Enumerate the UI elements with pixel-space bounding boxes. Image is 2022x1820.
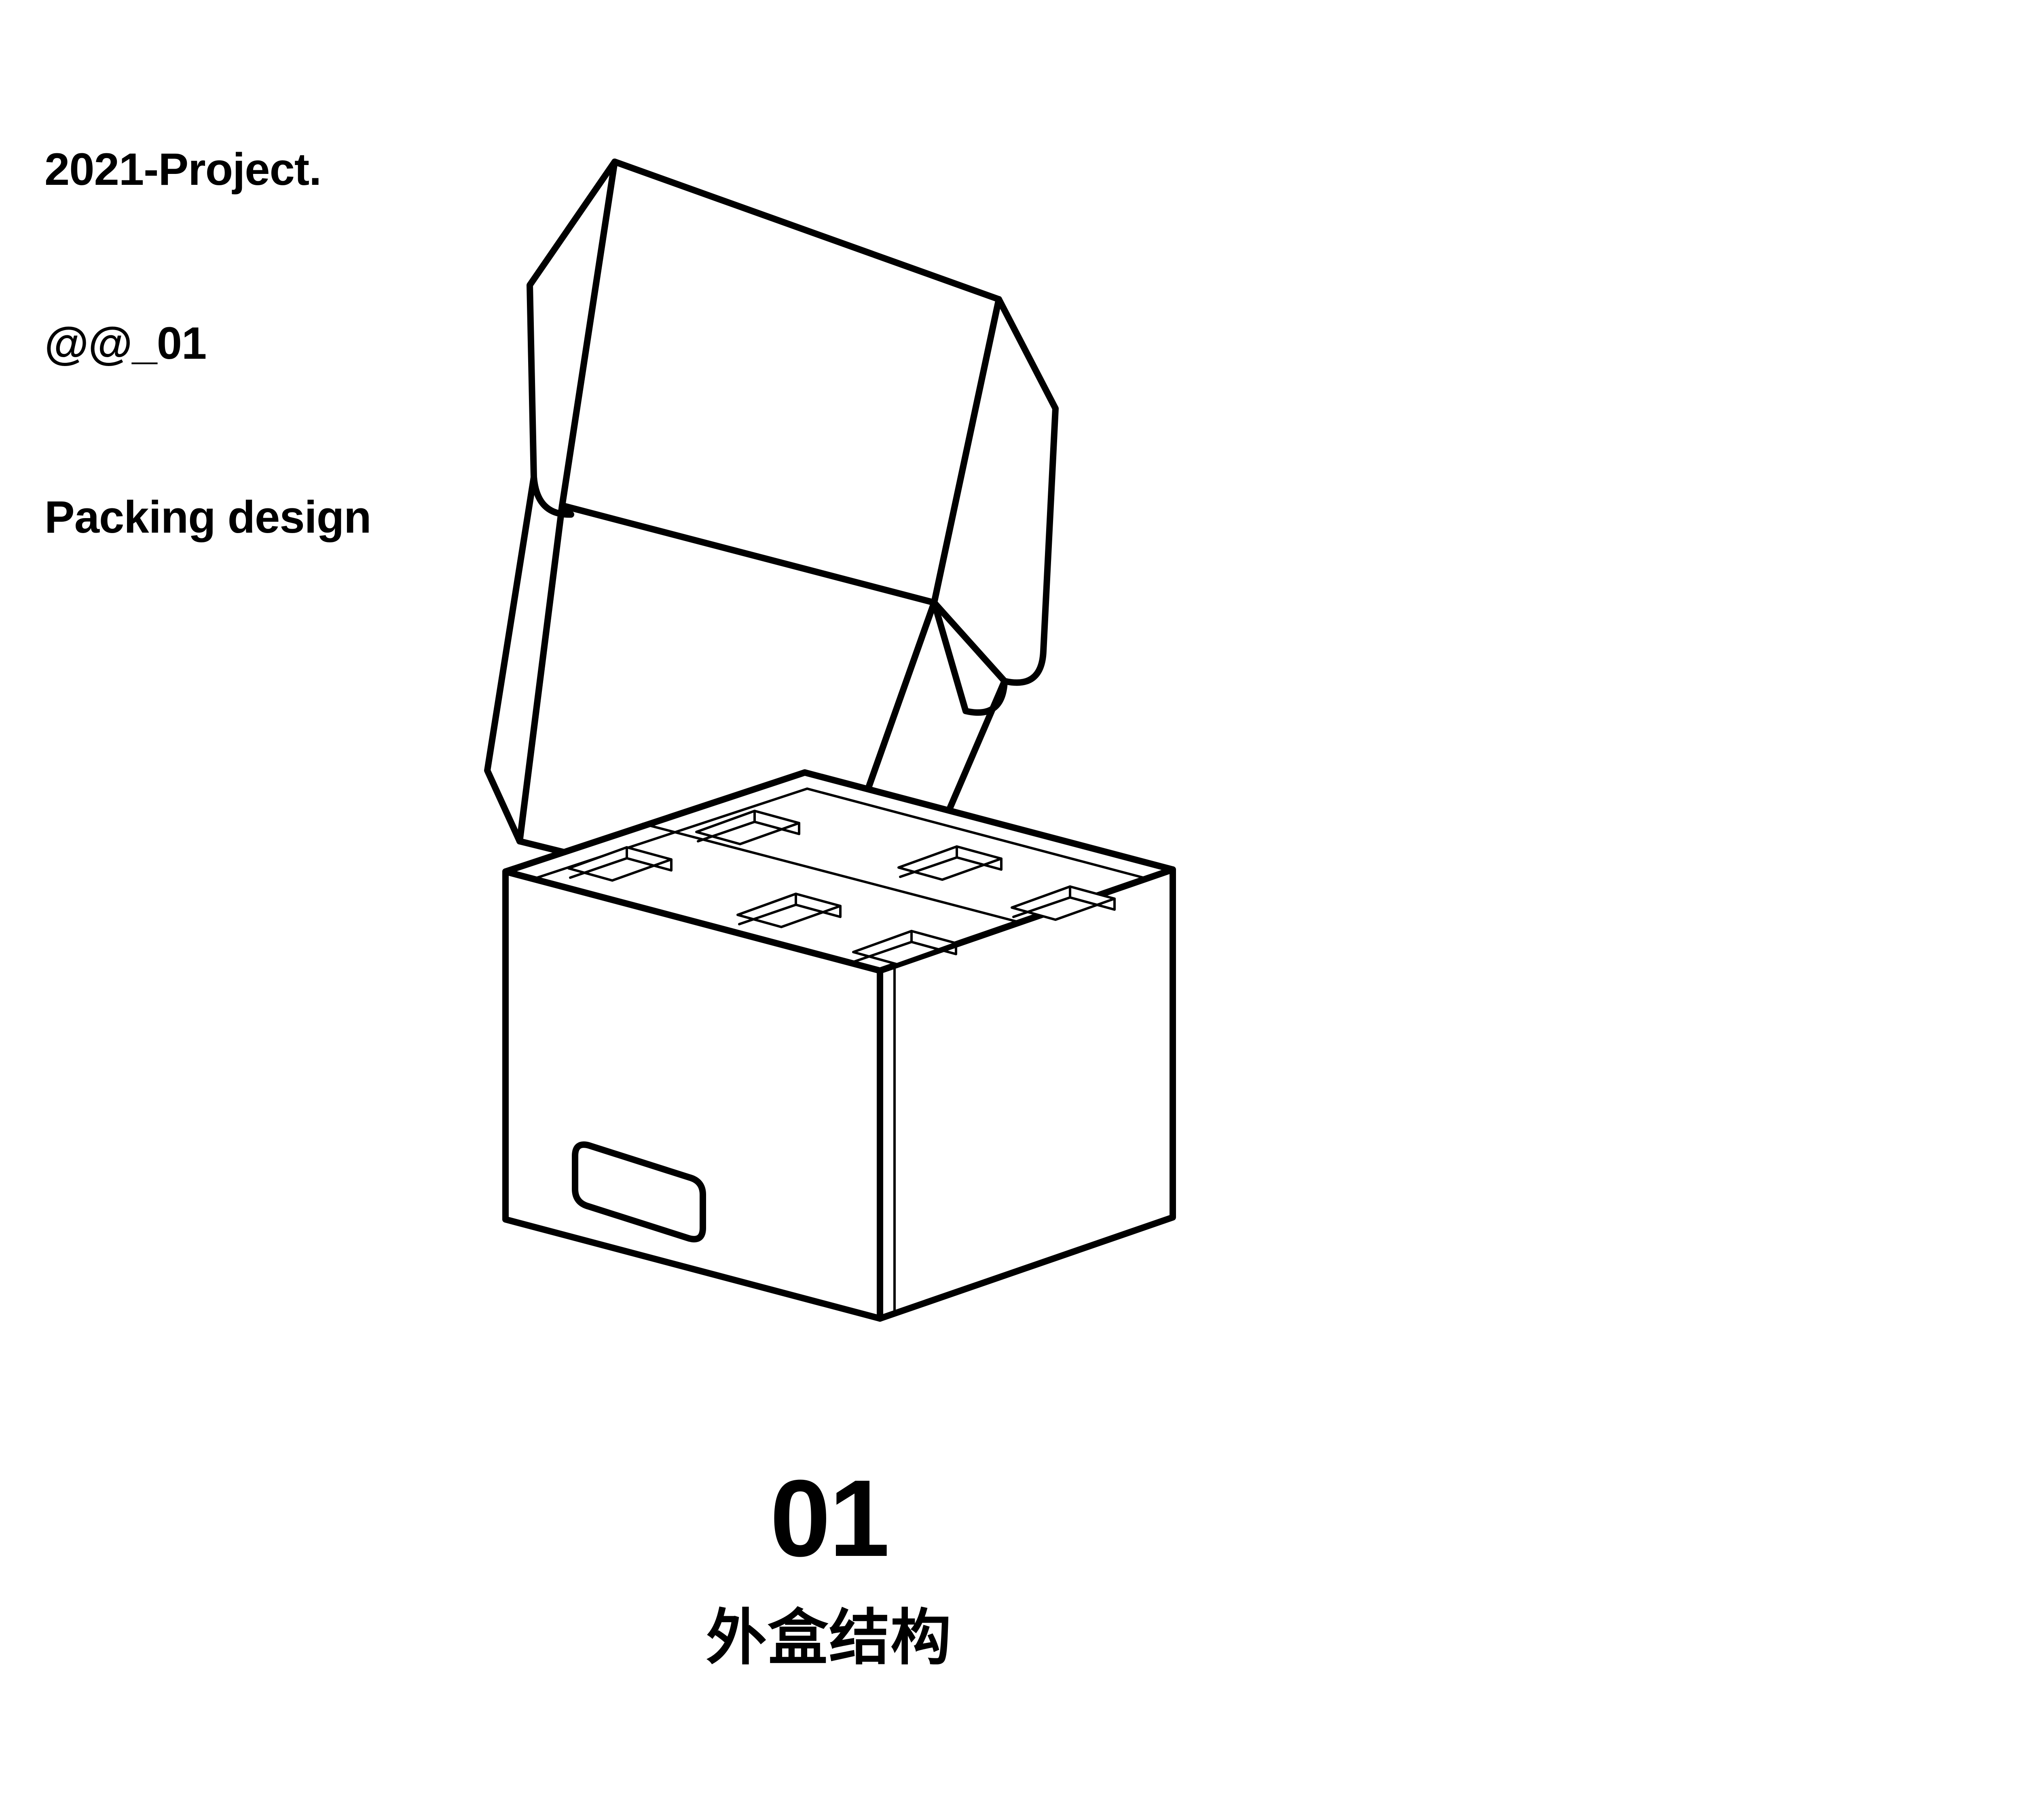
box-body xyxy=(502,769,1176,1322)
title-line-2: @@_01 xyxy=(44,317,207,368)
box-top-crease xyxy=(642,823,1020,923)
title-line-1: 2021-Project. xyxy=(44,144,321,195)
figure-inner-stack xyxy=(1978,574,2022,1424)
top-slot-4 xyxy=(897,845,1003,881)
top-slot-1 xyxy=(695,810,800,845)
caption-number-01: 01 xyxy=(770,1458,890,1579)
page-title: 2021-Project. @@_01 Packing design xyxy=(44,24,372,662)
title-line-3: Packing design xyxy=(44,491,372,542)
handle-slot-icon xyxy=(572,1141,706,1242)
top-slot-3 xyxy=(736,893,842,928)
lid-crease-center xyxy=(560,160,617,508)
inner-stack-drawing xyxy=(1978,574,2022,1424)
top-slot-2 xyxy=(567,846,673,882)
figure-outer-box xyxy=(332,101,1383,1436)
lid-crease-front-left xyxy=(518,504,564,843)
top-slot-6 xyxy=(852,930,957,965)
outer-box-drawing xyxy=(484,159,1176,1322)
caption-outer-box: 01 外盒结构 xyxy=(445,1464,1213,1668)
top-slot-5 xyxy=(1011,885,1116,921)
lid-crease-right xyxy=(932,297,1001,605)
top-slot-group xyxy=(567,810,1116,965)
caption-label-01: 外盒结构 xyxy=(706,1604,952,1672)
